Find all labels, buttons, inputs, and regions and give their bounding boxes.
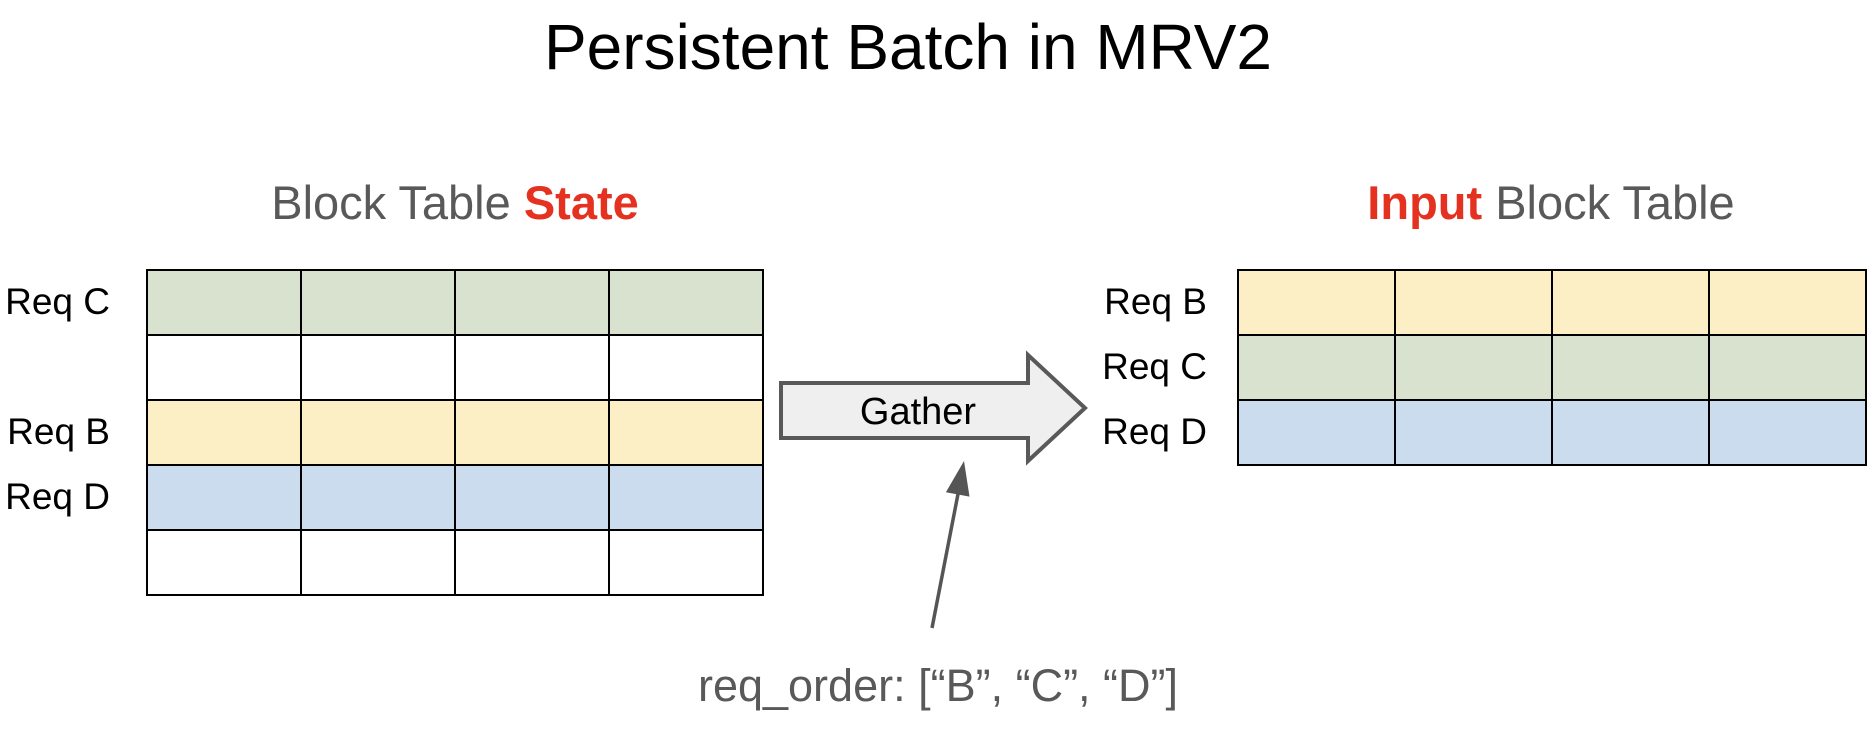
input-row-labels: Req B Req C Req D — [1102, 269, 1237, 464]
block-cell — [609, 270, 763, 335]
block-cell — [1238, 270, 1395, 335]
block-cell — [455, 530, 609, 595]
state-table-heading: Block Table State — [271, 178, 639, 227]
input-heading-suffix: Block Table — [1482, 176, 1735, 229]
block-cell — [609, 530, 763, 595]
block-cell — [1552, 270, 1709, 335]
block-cell — [301, 465, 455, 530]
block-cell — [609, 465, 763, 530]
block-cell — [147, 270, 301, 335]
annotation-arrow-head — [945, 461, 970, 497]
block-cell — [455, 465, 609, 530]
block-cell — [1709, 400, 1866, 465]
block-cell — [609, 400, 763, 465]
block-cell — [301, 530, 455, 595]
state-block-grid — [146, 269, 764, 596]
row-label — [5, 334, 146, 399]
block-cell — [1709, 335, 1866, 400]
row-label: Req C — [5, 280, 110, 322]
input-table-heading: Input Block Table — [1367, 178, 1734, 227]
row-label: Req B — [1104, 280, 1207, 322]
row-label: Req D — [5, 475, 110, 517]
state-row-labels: Req C Req B Req D — [5, 269, 146, 594]
block-cell — [455, 335, 609, 400]
state-heading-highlight: State — [523, 176, 639, 229]
req-order-annotation: req_order: [“B”, “C”, “D”] — [697, 660, 1179, 711]
block-cell — [1552, 400, 1709, 465]
slide-title: Persistent Batch in MRV2 — [543, 11, 1273, 83]
input-heading-highlight: Input — [1367, 176, 1483, 229]
block-cell — [147, 335, 301, 400]
gather-arrow — [779, 350, 1088, 466]
block-cell — [455, 270, 609, 335]
block-cell — [1395, 400, 1552, 465]
row-label — [5, 529, 146, 594]
block-cell — [1709, 270, 1866, 335]
row-label: Req D — [1102, 410, 1207, 452]
block-cell — [1395, 270, 1552, 335]
block-cell — [1238, 400, 1395, 465]
block-cell — [147, 400, 301, 465]
block-cell — [301, 335, 455, 400]
block-cell — [147, 530, 301, 595]
block-cell — [609, 335, 763, 400]
block-cell — [1238, 335, 1395, 400]
gather-arrow-label: Gather — [860, 391, 977, 433]
input-block-table: Req B Req C Req D — [1102, 269, 1867, 466]
row-label: Req C — [1102, 345, 1207, 387]
state-block-table: Req C Req B Req D — [5, 269, 764, 596]
block-cell — [455, 400, 609, 465]
row-label: Req B — [7, 410, 110, 452]
block-cell — [1395, 335, 1552, 400]
input-block-grid — [1237, 269, 1867, 466]
block-cell — [301, 270, 455, 335]
block-cell — [1552, 335, 1709, 400]
block-cell — [301, 400, 455, 465]
state-heading-prefix: Block Table — [271, 176, 524, 229]
block-cell — [147, 465, 301, 530]
annotation-arrow-line — [930, 493, 960, 629]
